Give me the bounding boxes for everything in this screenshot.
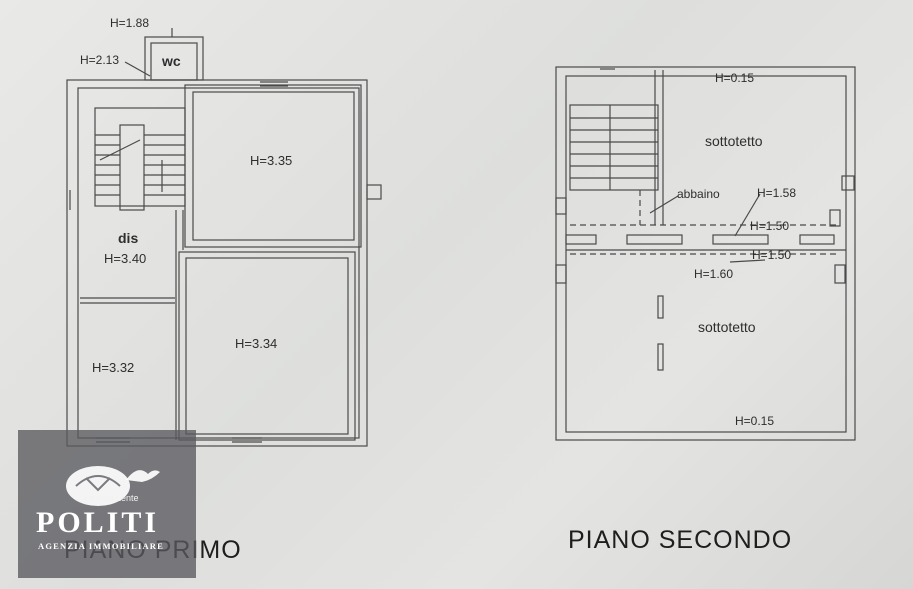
label-h158: H=1.58: [757, 186, 796, 200]
agency-subtitle: AGENZIA IMMOBILIARE: [38, 541, 164, 551]
first-floor-stair-treads: [95, 134, 185, 196]
second-floor-outer-wall: [555, 66, 856, 441]
label-wc: wc: [161, 53, 181, 69]
label-bottom-height: H=0.15: [735, 414, 774, 428]
second-floor-labels: H=0.15 sottotetto abbaino H=1.58 H=1.50 …: [568, 71, 796, 554]
first-floor-stair-box: [94, 107, 186, 207]
label-h150-upper: H=1.50: [750, 219, 789, 233]
label-h150-lower: H=1.50: [752, 248, 791, 262]
second-floor-plan: [555, 66, 856, 441]
label-abbaino: abbaino: [677, 187, 720, 201]
agency-brand: POLITI: [36, 506, 160, 539]
label-room-bottom-left-height: H=3.32: [92, 360, 134, 375]
label-dis-height: H=3.40: [104, 251, 146, 266]
agency-tagline: Festina Lente: [84, 493, 139, 503]
label-stair-height: H=2.13: [80, 53, 119, 67]
label-sottotetto-bottom: sottotetto: [698, 319, 756, 335]
label-h160: H=1.60: [694, 267, 733, 281]
label-dis: dis: [118, 230, 138, 246]
room-top-right: [184, 84, 362, 248]
label-sottotetto-top: sottotetto: [705, 133, 763, 149]
second-floor-inner-wall: [565, 75, 847, 433]
second-floor-title: PIANO SECONDO: [568, 526, 792, 554]
dormer-dashed-lines: [570, 190, 840, 255]
turtle-logo-icon: [66, 466, 160, 506]
first-floor-inner-wall: [77, 87, 360, 439]
agency-watermark: [18, 430, 196, 578]
label-room-bottom-right-height: H=3.34: [235, 336, 277, 351]
roof-beams: [565, 234, 846, 371]
first-floor-outer-wall: [66, 79, 368, 447]
label-room-top-right-height: H=3.35: [250, 153, 292, 168]
first-floor-plan: [66, 28, 368, 447]
second-floor-stair: [569, 104, 659, 191]
room-bottom-right: [178, 251, 356, 441]
label-wc-height: H=1.88: [110, 16, 149, 30]
label-top-height: H=0.15: [715, 71, 754, 85]
